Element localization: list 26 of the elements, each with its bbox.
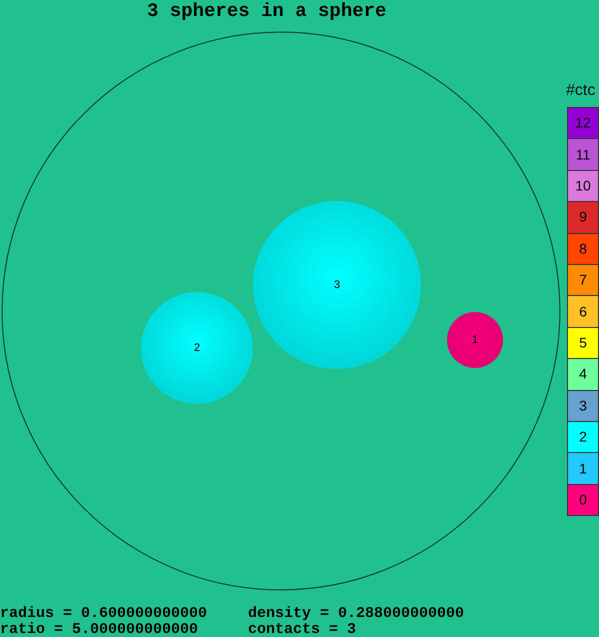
legend-value: 11	[576, 147, 590, 162]
legend-value: 12	[575, 116, 591, 131]
legend-value: 3	[579, 398, 587, 414]
legend-value: 10	[575, 178, 591, 194]
sphere-number: 2	[194, 342, 200, 354]
sphere	[253, 201, 421, 369]
legend-value: 5	[579, 335, 587, 350]
sphere	[447, 312, 503, 368]
statistic-text: radius = 0.600000000000	[0, 606, 208, 622]
statistic-text: density = 0.288000000000	[248, 606, 464, 622]
legend-heading: #ctc	[566, 82, 596, 100]
sphere	[141, 292, 253, 404]
legend-value: 0	[579, 492, 587, 508]
legend-value: 6	[579, 304, 587, 320]
sphere-number: 3	[334, 279, 340, 291]
legend-value: 2	[579, 430, 587, 445]
legend-value: 4	[579, 366, 587, 382]
sphere-number: 1	[472, 334, 478, 346]
statistic-text: ratio = 5.000000000000	[0, 622, 198, 637]
container-circle	[1, 31, 561, 591]
legend-value: 1	[579, 461, 587, 476]
diagram-title: 3 spheres in a sphere	[147, 1, 386, 21]
statistic-text: contacts = 3	[248, 622, 356, 637]
legend-value: 7	[579, 272, 587, 288]
legend-value: 8	[579, 241, 587, 256]
legend-value: 9	[579, 210, 587, 225]
